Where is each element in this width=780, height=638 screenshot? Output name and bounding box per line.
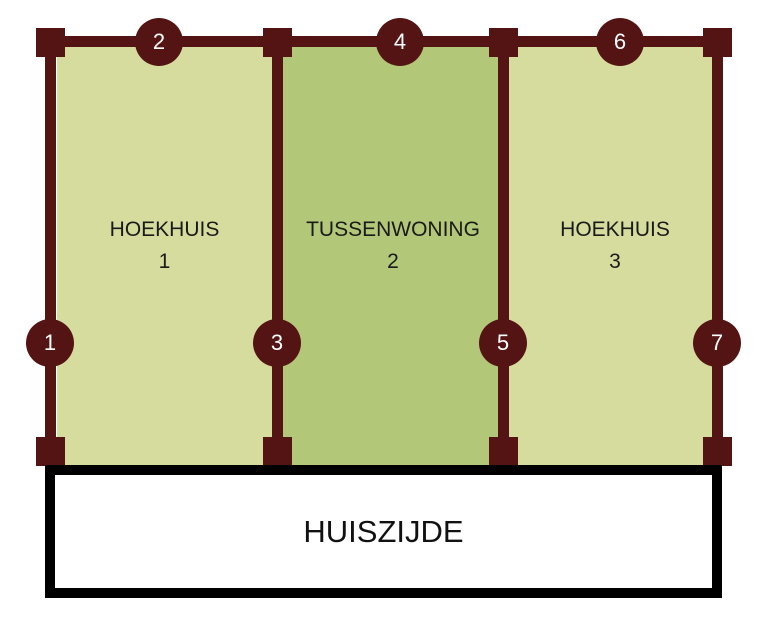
marker-5: 5 (479, 319, 527, 367)
plot-number: 1 (158, 250, 171, 273)
marker-3: 3 (253, 319, 301, 367)
plot-type: HOEKHUIS (560, 218, 670, 241)
fence-1 (45, 40, 56, 460)
post (36, 28, 65, 57)
fence-5 (498, 40, 509, 460)
marker-6: 6 (596, 18, 644, 66)
plot-tussenwoning-2 (282, 47, 498, 465)
post (703, 437, 732, 466)
post (36, 437, 65, 466)
plot-label-3: HOEKHUIS 3 (508, 214, 722, 278)
plot-number: 2 (387, 250, 399, 273)
house-side-label: HUISZIJDE (303, 513, 464, 549)
post (263, 437, 292, 466)
marker-4: 4 (376, 18, 424, 66)
plot-type: TUSSENWONING (306, 218, 480, 241)
house-side-box: HUISZIJDE (45, 465, 722, 598)
plot-label-2: TUSSENWONING 2 (282, 214, 504, 278)
marker-2: 2 (135, 18, 183, 66)
fence-7 (712, 40, 723, 460)
post (703, 28, 732, 57)
plot-label-1: HOEKHUIS 1 (57, 214, 272, 278)
plot-hoekhuis-1 (57, 47, 272, 465)
fence-3 (272, 40, 283, 460)
plot-number: 3 (609, 250, 621, 273)
marker-7: 7 (693, 319, 741, 367)
plot-type: HOEKHUIS (109, 218, 220, 241)
plot-hoekhuis-3 (508, 47, 712, 465)
post (263, 28, 292, 57)
post (489, 437, 518, 466)
marker-1: 1 (26, 319, 74, 367)
post (489, 28, 518, 57)
